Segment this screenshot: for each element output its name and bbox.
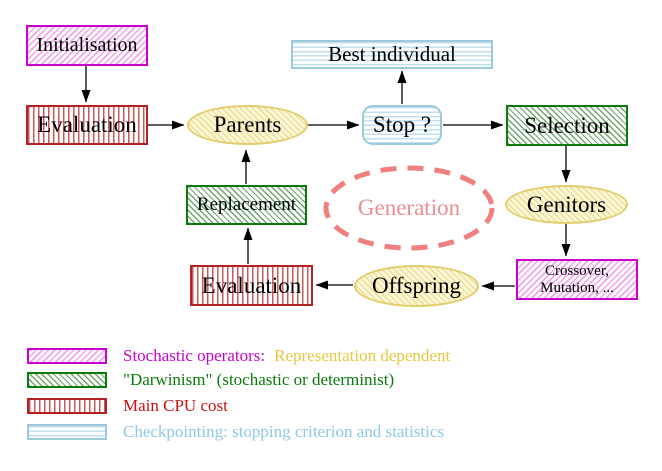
legend-row-checkpointing: Checkpointing: stopping criterion and st… (27, 422, 445, 441)
node-offspring: Offspring (354, 265, 479, 307)
legend-row-cpu-cost: Main CPU cost (27, 396, 228, 415)
legend-swatch-checkpointing (27, 424, 107, 440)
legend-label-darwinism: "Darwinism" (stochastic or determinist) (123, 370, 395, 389)
node-stop: Stop ? (362, 105, 442, 145)
node-parents: Parents (187, 105, 308, 145)
legend-label-representation: Representation dependent (274, 346, 451, 365)
legend-row-stochastic-operators: Stochastic operators: Representation depe… (27, 346, 451, 365)
node-initialisation: Initialisation (26, 25, 148, 66)
node-crossover-mutation: Crossover, Mutation, ... (516, 259, 638, 300)
node-evaluation-bottom: Evaluation (190, 265, 313, 306)
crossover-label-line2: Mutation, ... (540, 279, 614, 296)
node-best-individual: Best individual (291, 40, 493, 69)
legend-swatch-darwinism (27, 372, 107, 388)
legend-label-stochastic: Stochastic operators: (123, 346, 266, 365)
legend-label-checkpointing: Checkpointing: stopping criterion and st… (123, 422, 445, 441)
node-genitors: Genitors (505, 185, 628, 224)
legend-swatch-cpu-cost (27, 398, 107, 414)
legend-swatch-stochastic (27, 348, 107, 364)
node-evaluation-top: Evaluation (26, 105, 148, 145)
generation-loop-label: Generation (357, 195, 461, 220)
legend-row-darwinism: "Darwinism" (stochastic or determinist) (27, 370, 395, 389)
crossover-label-line1: Crossover, (545, 262, 609, 279)
node-selection: Selection (506, 105, 628, 146)
legend-label-cpu-cost: Main CPU cost (123, 396, 228, 415)
node-replacement: Replacement (186, 185, 307, 225)
